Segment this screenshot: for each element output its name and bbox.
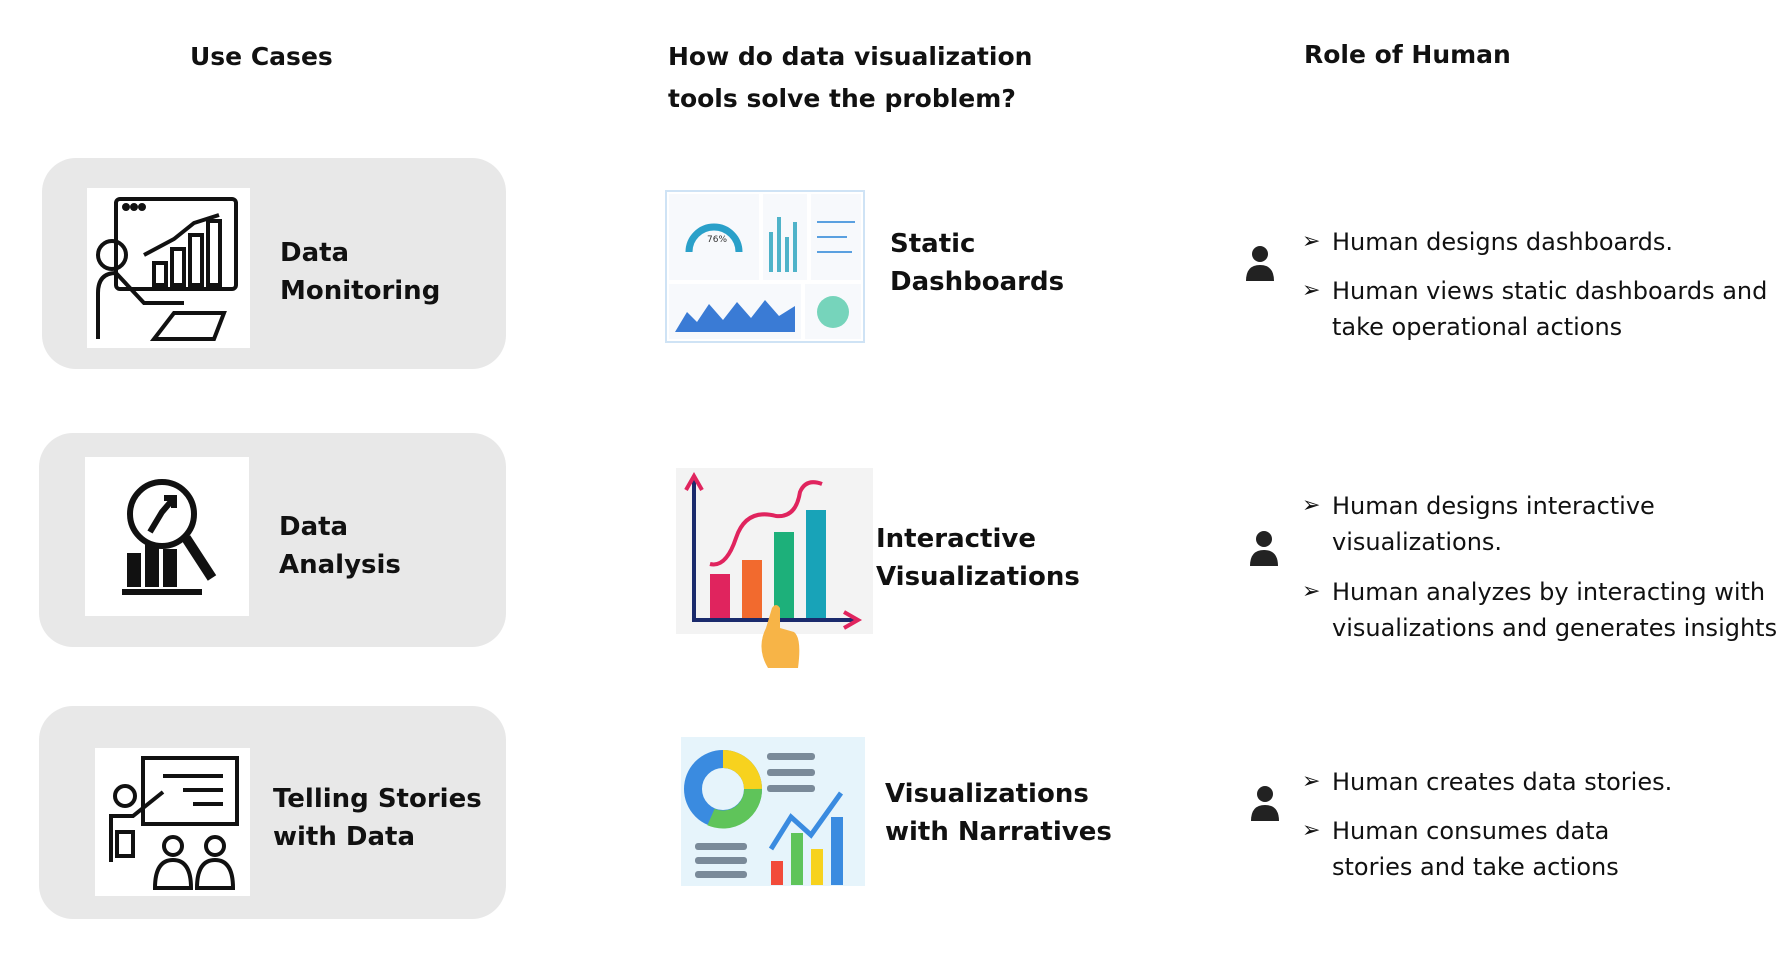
arrow-bullet-icon: ➢ xyxy=(1302,769,1321,794)
bullet-text: Human consumes data stories and take act… xyxy=(1332,817,1619,881)
label-line: Analysis xyxy=(279,550,401,580)
label-line: Monitoring xyxy=(280,276,441,306)
arrow-bullet-icon: ➢ xyxy=(1302,229,1321,254)
label-line: Visualizations xyxy=(876,562,1080,592)
arrow-bullet-icon: ➢ xyxy=(1302,278,1321,303)
label-line: Visualizations xyxy=(885,779,1089,809)
label-line: Data xyxy=(280,238,350,268)
bullet-item: ➢ Human views static dashboards and take … xyxy=(1302,273,1772,345)
label-line: Data xyxy=(279,512,349,542)
arrow-bullet-icon: ➢ xyxy=(1302,579,1321,604)
magnifier-chart-icon xyxy=(85,457,249,616)
header-how-line2: tools solve the problem? xyxy=(668,84,1016,113)
person-icon xyxy=(1246,246,1274,281)
bullet-text: Human designs dashboards. xyxy=(1332,228,1674,256)
person-icon xyxy=(1251,786,1279,821)
bullet-item: ➢ Human designs dashboards. xyxy=(1302,224,1772,260)
bullet-text: Human analyzes by interacting with visua… xyxy=(1332,578,1778,642)
bullet-item: ➢ Human creates data stories. xyxy=(1302,764,1772,800)
presenter-chart-laptop-icon xyxy=(87,188,250,348)
label-line: Dashboards xyxy=(890,267,1065,297)
bullet-item: ➢ Human designs interactive visualization… xyxy=(1302,488,1722,560)
bullet-item: ➢ Human consumes data stories and take ac… xyxy=(1302,813,1662,885)
header-how-line1: How do data visualization xyxy=(668,42,1033,71)
label-line: Static xyxy=(890,229,976,259)
presenter-audience-icon xyxy=(95,748,250,896)
label-line: Interactive xyxy=(876,524,1036,554)
person-icon xyxy=(1250,531,1278,566)
use-case-label-stories: Telling Stories with Data xyxy=(273,780,482,856)
arrow-bullet-icon: ➢ xyxy=(1302,818,1321,843)
bullet-text: Human creates data stories. xyxy=(1332,768,1673,796)
interactive-bar-chart-image xyxy=(676,468,873,672)
bullet-text: Human views static dashboards and take o… xyxy=(1332,277,1768,341)
header-role: Role of Human xyxy=(1304,40,1511,69)
tool-label-narratives: Visualizations with Narratives xyxy=(885,775,1112,851)
svg-text:76%: 76% xyxy=(707,235,727,245)
label-line: with Data xyxy=(273,822,416,852)
narrative-infographic-image xyxy=(681,737,865,886)
arrow-bullet-icon: ➢ xyxy=(1302,493,1321,518)
label-line: Telling Stories xyxy=(273,784,482,814)
bullet-item: ➢ Human analyzes by interacting with visu… xyxy=(1302,574,1780,646)
header-use-cases: Use Cases xyxy=(190,42,333,71)
dashboard-image: 76% xyxy=(665,190,865,343)
label-line: with Narratives xyxy=(885,817,1112,847)
bullet-text: Human designs interactive visualizations… xyxy=(1332,492,1655,556)
